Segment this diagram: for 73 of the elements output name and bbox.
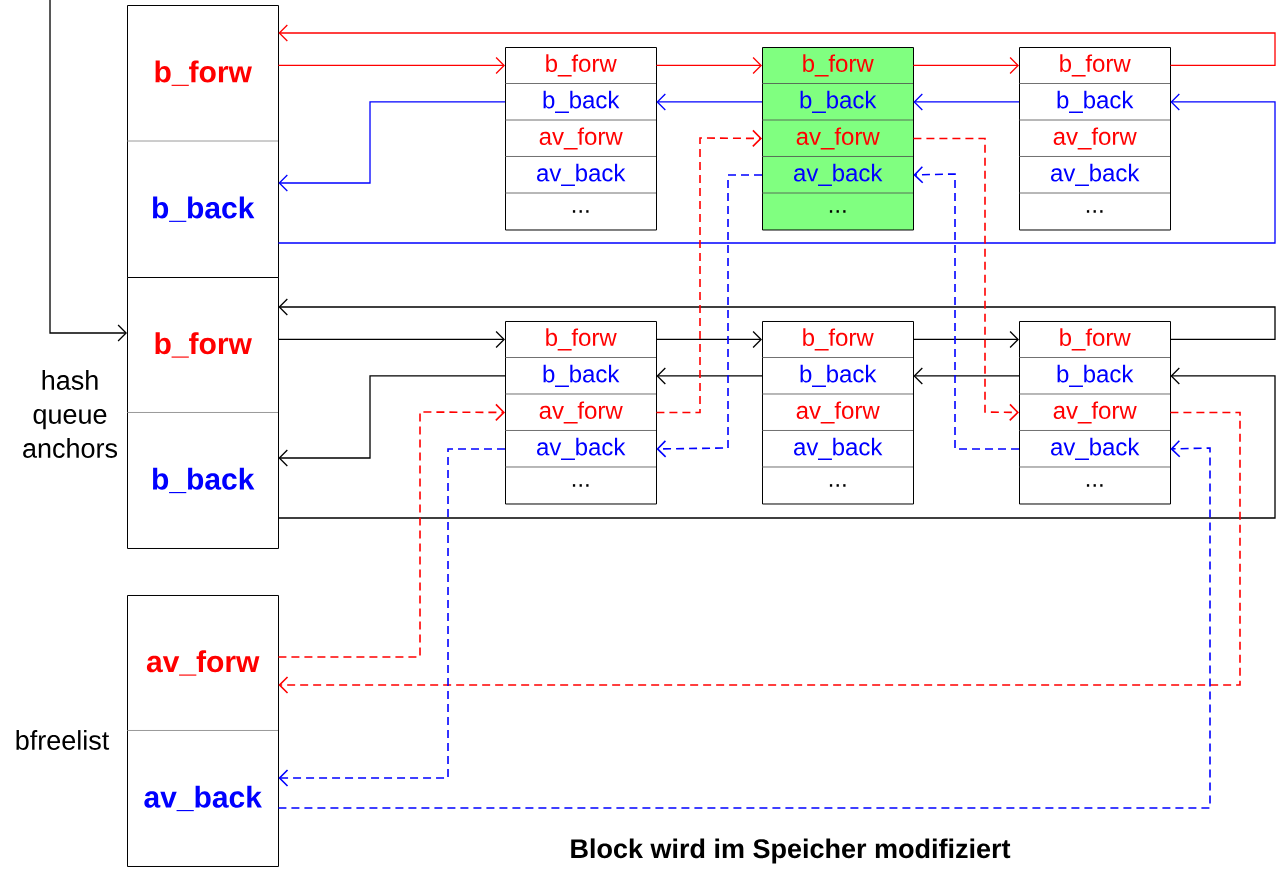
field-cell: b_back xyxy=(543,90,620,114)
field-cell: b_forw xyxy=(1060,328,1131,351)
field-cell: b_forw xyxy=(155,332,252,358)
field-cell: av_back xyxy=(794,163,883,187)
anchor-record-box xyxy=(127,595,279,867)
field-cell: av_forw xyxy=(1053,401,1137,424)
buffer-header-box xyxy=(1019,321,1171,505)
anchor-record-box xyxy=(127,277,279,549)
field-cell: b_back xyxy=(153,196,255,222)
field-cell: av_back xyxy=(537,437,626,461)
arrow xyxy=(913,93,1020,111)
arrow xyxy=(912,56,1019,75)
field-cell: av_back xyxy=(1051,163,1140,187)
field-cell: av_forw xyxy=(146,650,260,676)
field-cell: ... xyxy=(572,210,589,213)
field-cell: ... xyxy=(572,484,589,487)
anchor-record-box xyxy=(127,5,279,278)
field-cell: b_forw xyxy=(546,328,617,351)
field-cell: ... xyxy=(1086,210,1103,213)
field-cell: av_back xyxy=(144,785,262,812)
field-cell: b_back xyxy=(800,364,877,388)
field-cell: av_forw xyxy=(796,401,880,424)
field-cell: b_forw xyxy=(803,54,874,77)
field-cell: b_forw xyxy=(1060,54,1131,77)
field-cell: b_back xyxy=(1057,90,1134,114)
field-cell: av_forw xyxy=(796,127,880,150)
arrow xyxy=(278,24,1276,67)
field-cell: av_forw xyxy=(1053,127,1137,150)
buffer-header-box xyxy=(1019,47,1171,231)
arrow xyxy=(656,367,763,385)
field-cell: av_back xyxy=(1051,437,1140,461)
field-cell: av_forw xyxy=(539,127,623,150)
arrow xyxy=(278,375,506,467)
field-cell: ... xyxy=(829,484,846,487)
arrow xyxy=(277,330,505,349)
field-cell: b_forw xyxy=(803,328,874,351)
arrow xyxy=(278,101,506,192)
field-cell: b_back xyxy=(153,467,255,494)
arrow xyxy=(912,137,1019,422)
arrow xyxy=(49,0,127,342)
field-cell: b_back xyxy=(543,364,620,388)
field-cell: b_back xyxy=(800,90,877,114)
buffer-header-box xyxy=(505,47,657,231)
field-cell: b_forw xyxy=(546,54,617,77)
arrow xyxy=(913,367,1020,385)
arrow xyxy=(278,448,506,787)
arrow xyxy=(277,367,1276,519)
arrow xyxy=(277,93,1276,244)
arrow xyxy=(277,56,505,75)
arrow xyxy=(655,56,762,75)
field-cell: ... xyxy=(1086,484,1103,487)
field-cell: b_forw xyxy=(155,60,252,86)
side-label: bfreelist xyxy=(16,730,110,750)
arrow xyxy=(655,129,762,414)
arrow xyxy=(656,174,763,458)
arrow xyxy=(913,165,1020,450)
arrow xyxy=(278,298,1276,341)
field-cell: av_forw xyxy=(539,401,623,424)
field-cell: av_back xyxy=(794,437,883,461)
arrow xyxy=(278,411,1241,694)
caption: Block wird im Speicher modifiziert xyxy=(571,838,1011,864)
side-label: hash queue anchors xyxy=(23,370,118,458)
arrow xyxy=(656,93,763,111)
field-cell: av_back xyxy=(537,163,626,187)
arrow xyxy=(277,439,1211,809)
field-cell: ... xyxy=(829,210,846,213)
field-cell: b_back xyxy=(1057,364,1134,388)
arrow xyxy=(277,403,505,658)
arrow xyxy=(912,330,1019,349)
buffer-header-box xyxy=(762,321,914,505)
buffer-header-box xyxy=(762,47,914,231)
buffer-header-box xyxy=(505,321,657,505)
arrow xyxy=(655,330,762,349)
